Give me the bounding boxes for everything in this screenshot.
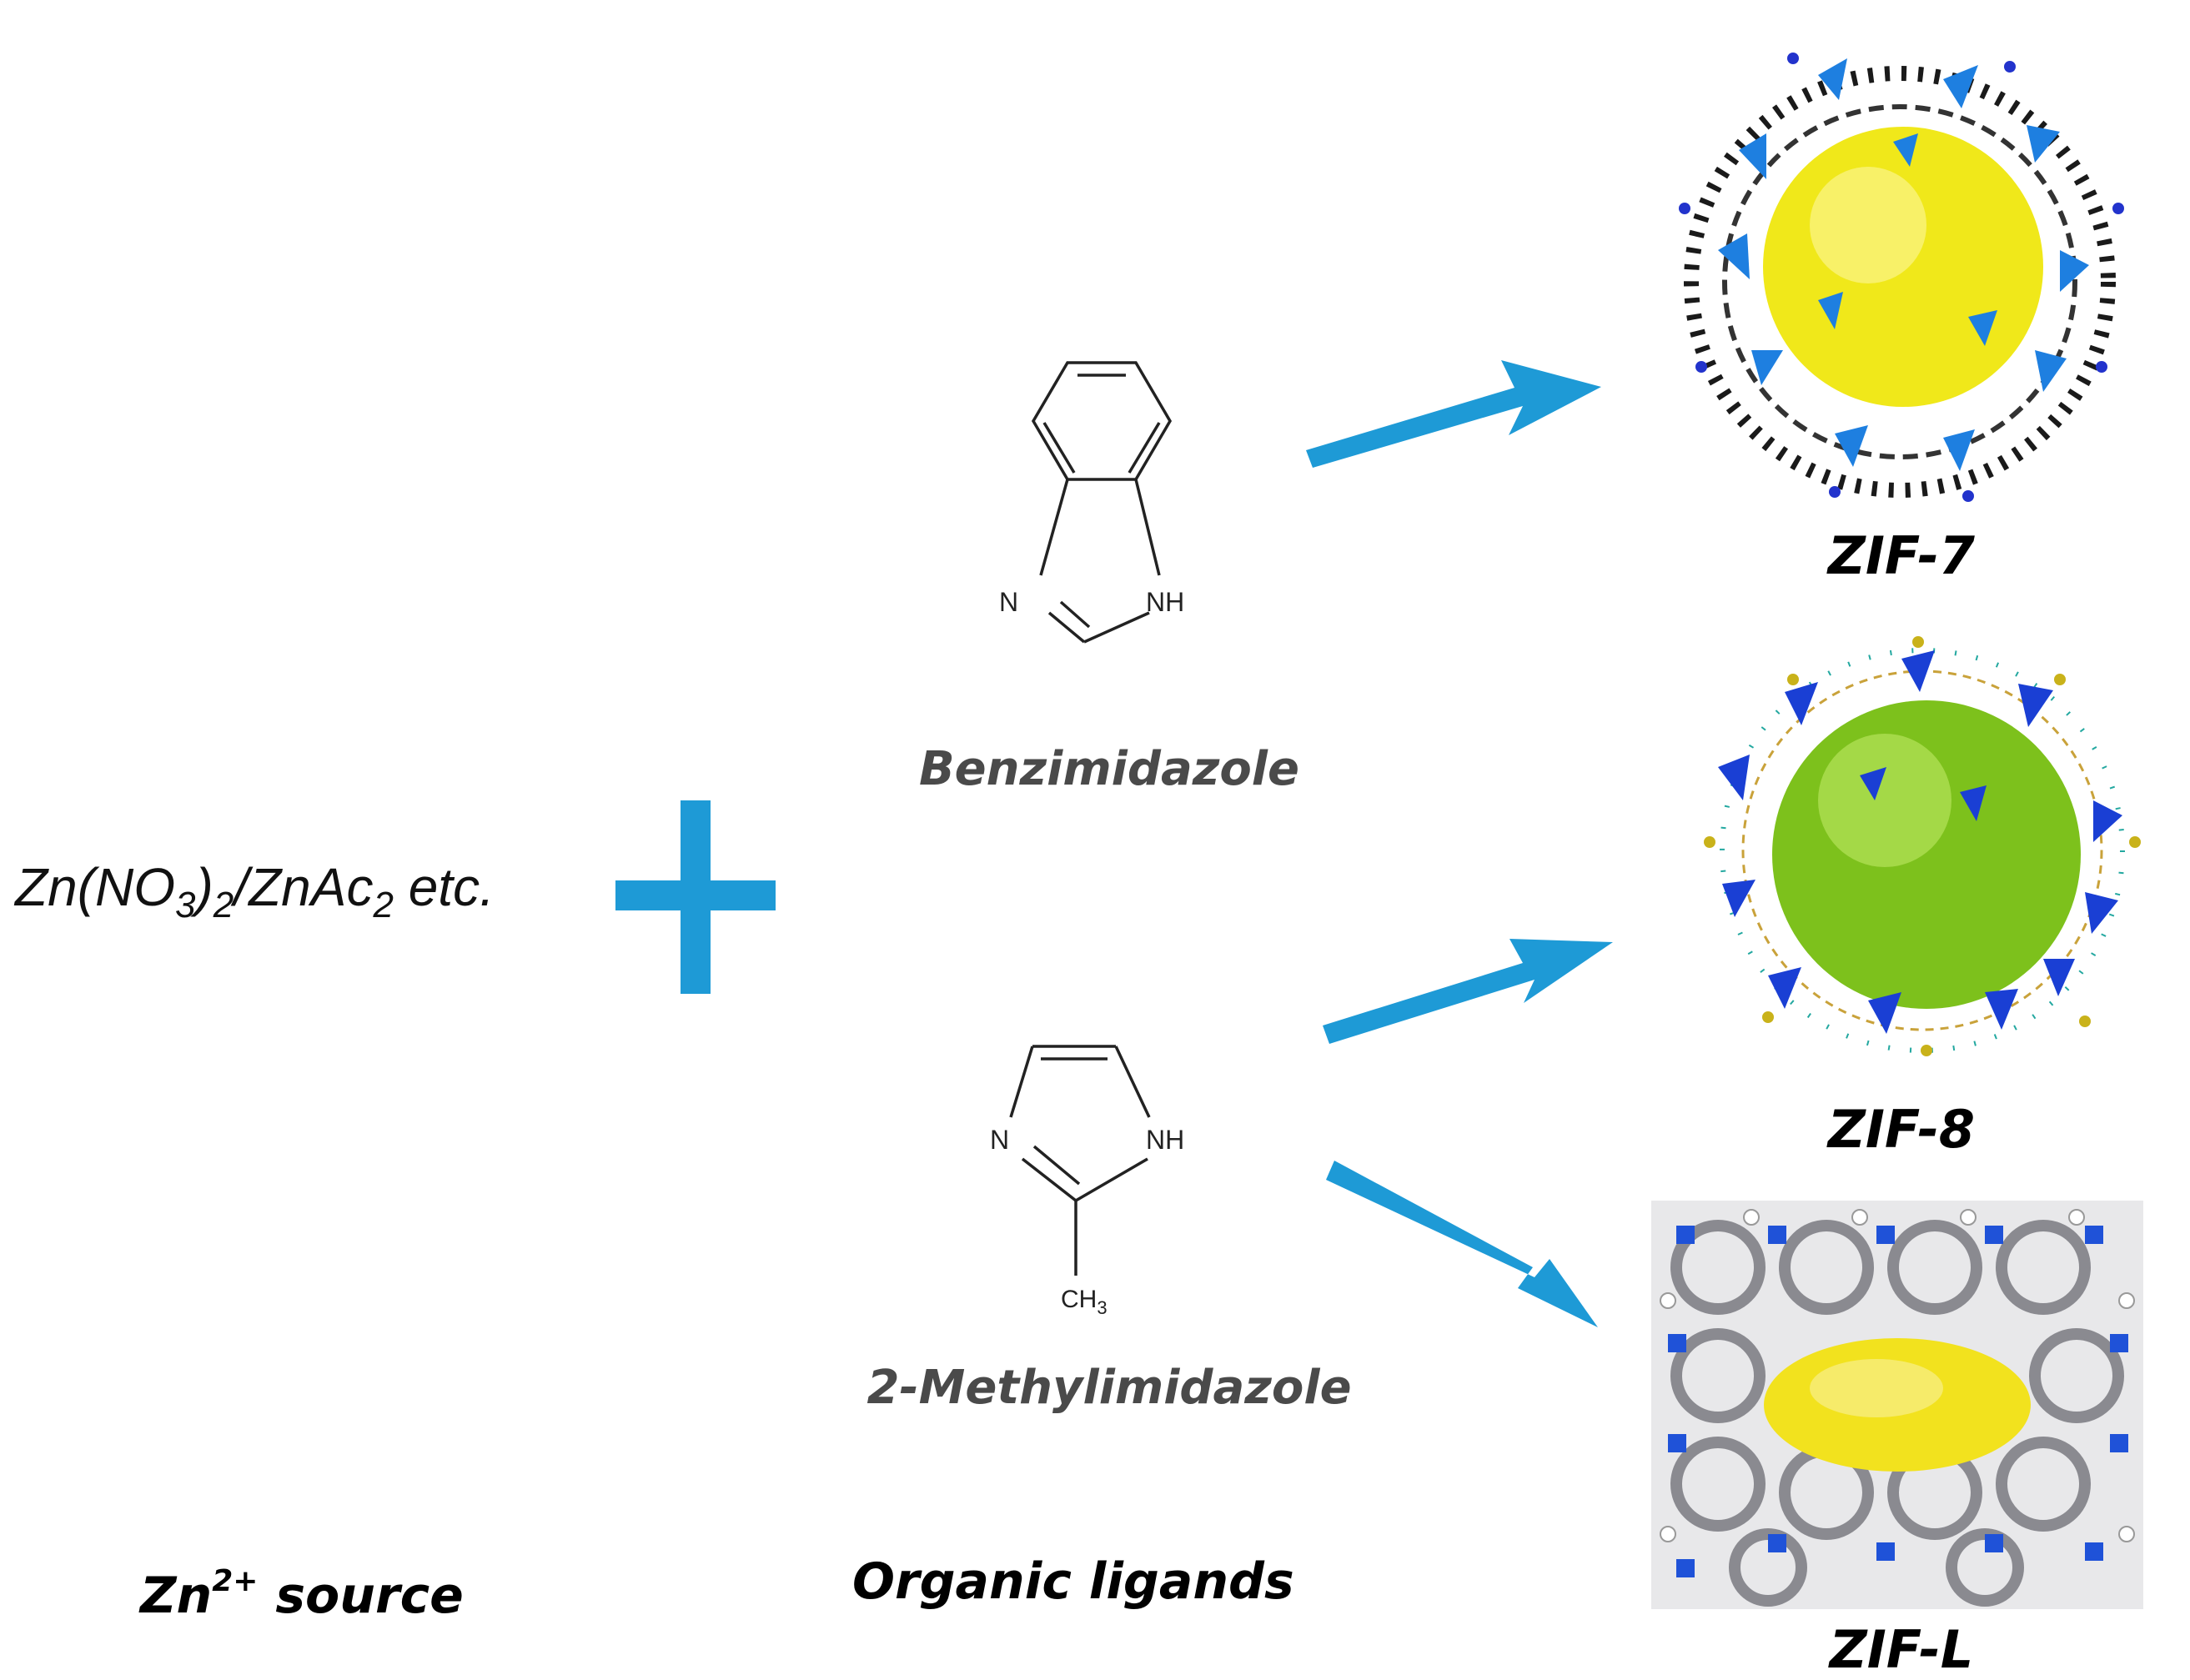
benzimidazole-structure xyxy=(1031,361,1173,644)
methylimidazole-n-label: N xyxy=(990,1125,1009,1155)
methylimidazole-structure xyxy=(1009,1045,1151,1276)
arrow-to-zifl xyxy=(1326,1161,1598,1327)
zif8-structure-image xyxy=(1704,636,2141,1056)
zifl-structure-image xyxy=(1651,1201,2143,1609)
arrow-to-zif8 xyxy=(1323,939,1613,1044)
benzimidazole-nh-label: NH xyxy=(1146,587,1184,617)
zif7-structure-image xyxy=(1679,53,2124,502)
zif8-label: ZIF-8 xyxy=(1827,1099,1976,1160)
arrow-to-zif7 xyxy=(1306,360,1601,468)
organic-ligands-label: Organic ligands xyxy=(852,1552,1294,1611)
methylimidazole-nh-label: NH xyxy=(1146,1125,1184,1155)
zn-source-formula: Zn(NO3)2/ZnAc2 etc. xyxy=(15,857,495,925)
plus-icon xyxy=(615,800,776,994)
benzimidazole-name: Benzimidazole xyxy=(919,742,1299,796)
zif7-label: ZIF-7 xyxy=(1827,525,1976,586)
zifl-label: ZIF-L xyxy=(1829,1619,1974,1680)
benzimidazole-n-label: N xyxy=(999,587,1018,617)
methylimidazole-ch3-label: CH3 xyxy=(1061,1286,1108,1318)
methylimidazole-name: 2-Methylimidazole xyxy=(866,1361,1352,1415)
zn-source-label: Zn2+ source xyxy=(140,1564,464,1625)
